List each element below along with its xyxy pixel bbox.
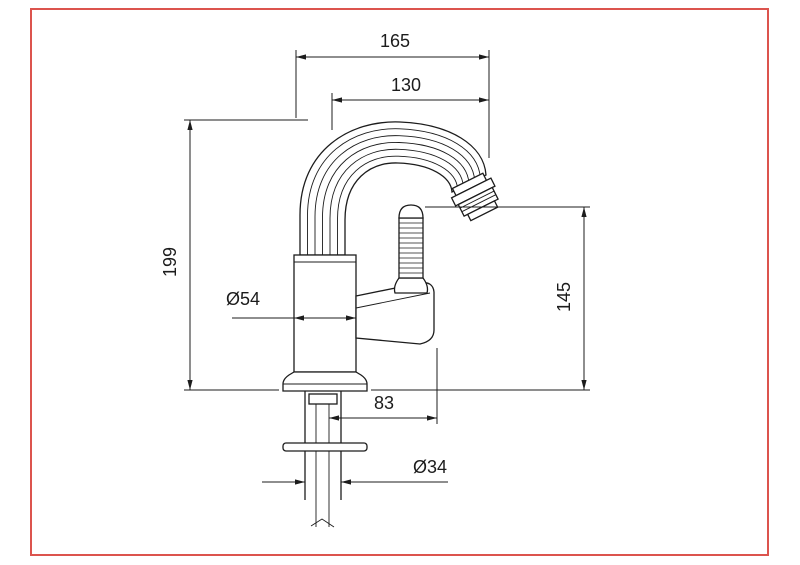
- aerator-tip: [466, 200, 499, 222]
- spout-rib: [314, 135, 476, 255]
- arrowhead: [187, 120, 193, 130]
- arrowhead: [294, 315, 304, 321]
- arrowhead: [329, 415, 339, 421]
- spout-rib: [337, 155, 459, 255]
- shank-step: [308, 393, 338, 405]
- spout-rib: [307, 128, 481, 255]
- grip-cap: [398, 204, 424, 219]
- arrowhead: [187, 380, 193, 390]
- dim-handle-offset-label: 83: [374, 393, 394, 413]
- dim-right-height-label: 145: [554, 282, 574, 312]
- dimension-handle-offset: 83: [329, 348, 438, 424]
- arrowhead: [581, 380, 587, 390]
- arrowhead: [341, 479, 351, 485]
- dim-total-reach-label: 165: [380, 31, 410, 51]
- spout-rib: [322, 142, 470, 255]
- mounting-shank: [304, 391, 342, 443]
- arrowhead: [346, 315, 356, 321]
- arrowhead: [295, 479, 305, 485]
- dim-body-diameter-label: Ø54: [226, 289, 260, 309]
- arrowhead: [479, 97, 489, 103]
- dimension-total-reach: 165: [295, 31, 490, 158]
- spout-outline: [299, 121, 487, 256]
- dimension-spout-reach: 130: [331, 75, 489, 130]
- dimension-total-height: 199: [160, 119, 308, 391]
- spout-ribs: [307, 128, 481, 255]
- dimension-shank-diameter: Ø34: [262, 457, 448, 485]
- spout-rib: [329, 148, 464, 255]
- aerator-ridge: [461, 194, 497, 213]
- dim-shank-diameter-label: Ø34: [413, 457, 447, 477]
- mounting-plate: [282, 442, 368, 452]
- arrowhead: [296, 54, 306, 60]
- handle-housing-seam: [355, 292, 431, 309]
- supply-tails: [304, 451, 342, 528]
- dim-total-height-label: 199: [160, 247, 180, 277]
- base-flange: [282, 371, 368, 392]
- break-mark: [310, 518, 335, 528]
- aerator: [450, 172, 499, 222]
- dim-spout-reach-label: 130: [391, 75, 421, 95]
- faucet: [282, 121, 499, 528]
- aerator-ridge: [459, 190, 495, 209]
- arrowhead: [479, 54, 489, 60]
- dimension-body-diameter: Ø54: [226, 289, 356, 321]
- arrowhead: [427, 415, 437, 421]
- arrowhead: [332, 97, 342, 103]
- handle-grip: [393, 204, 429, 294]
- grip-flare: [393, 277, 429, 294]
- grip-knurling: [399, 222, 423, 274]
- faucet-body: [293, 254, 357, 373]
- dimension-right-height: 145: [371, 206, 590, 391]
- arrowhead: [581, 207, 587, 217]
- dimensions: 165 130 199: [160, 31, 590, 485]
